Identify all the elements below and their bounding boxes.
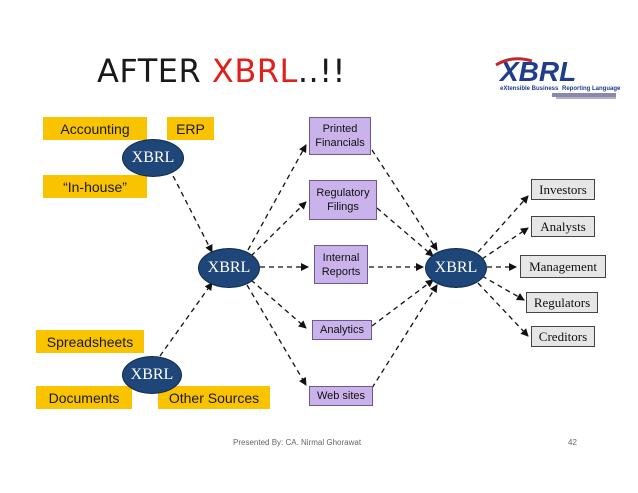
title-prefix: AFTER (97, 52, 212, 90)
source-spreadsheets: Spreadsheets (36, 330, 144, 353)
arrow-right-to-regulators (481, 275, 525, 301)
source-erp: ERP (167, 117, 214, 140)
arrow-right-to-investors (477, 195, 529, 253)
title-highlight: XBRL (211, 52, 298, 90)
output-web-sites: Web sites (309, 386, 373, 406)
source-other-sources: Other Sources (158, 386, 270, 409)
logo-tagline-b: Reporting Language (562, 86, 621, 92)
xbrl-node-top: XBRL (122, 139, 184, 177)
arrow-right-to-creditors (477, 282, 529, 337)
slide-title: AFTER XBRL..!! (97, 52, 346, 90)
output-internal-reports: Internal Reports (314, 245, 368, 284)
arrow-bottom-xbrl-to-center (159, 282, 213, 357)
arrow-top-xbrl-to-center (168, 167, 213, 253)
xbrl-node-center: XBRL (198, 248, 260, 288)
xbrl-node-right: XBRL (425, 248, 487, 288)
consumer-investors: Investors (531, 179, 595, 200)
arrow-center-to-analytics (250, 279, 307, 329)
source-accounting: Accounting (43, 117, 147, 140)
arrow-center-to-web (246, 284, 307, 386)
output-analytics: Analytics (312, 320, 372, 340)
consumer-creditors: Creditors (531, 326, 595, 347)
arrow-printed-to-right (371, 149, 438, 251)
consumer-analysts: Analysts (531, 216, 595, 237)
xbrl-node-bottom: XBRL (122, 356, 182, 394)
logo-wordmark: XBRL (498, 56, 576, 87)
xbrl-logo: XBRL eXtensible Business Reporting Langu… (495, 56, 621, 99)
arrow-regulatory-to-right (376, 207, 434, 257)
consumer-management: Management (520, 255, 606, 278)
consumer-regulators: Regulators (526, 292, 598, 313)
arrow-center-to-regulatory (250, 201, 307, 257)
output-regulatory-filings: Regulatory Filings (309, 180, 377, 220)
arrow-web-to-right (371, 284, 438, 389)
output-printed-financials: Printed Financials (309, 117, 371, 155)
source-documents: Documents (36, 386, 132, 409)
logo-tagline-a: eXtensible Business (500, 86, 559, 92)
presenter-footer: Presented By: CA. Nirmal Ghorawat (233, 438, 362, 447)
arrow-analytics-to-right (371, 279, 434, 327)
source-in-house: “In-house” (43, 175, 147, 198)
title-suffix: ..!! (297, 52, 346, 90)
arrow-right-to-analysts (481, 227, 529, 260)
page-number: 42 (568, 438, 577, 447)
arrow-center-to-printed (247, 144, 307, 251)
